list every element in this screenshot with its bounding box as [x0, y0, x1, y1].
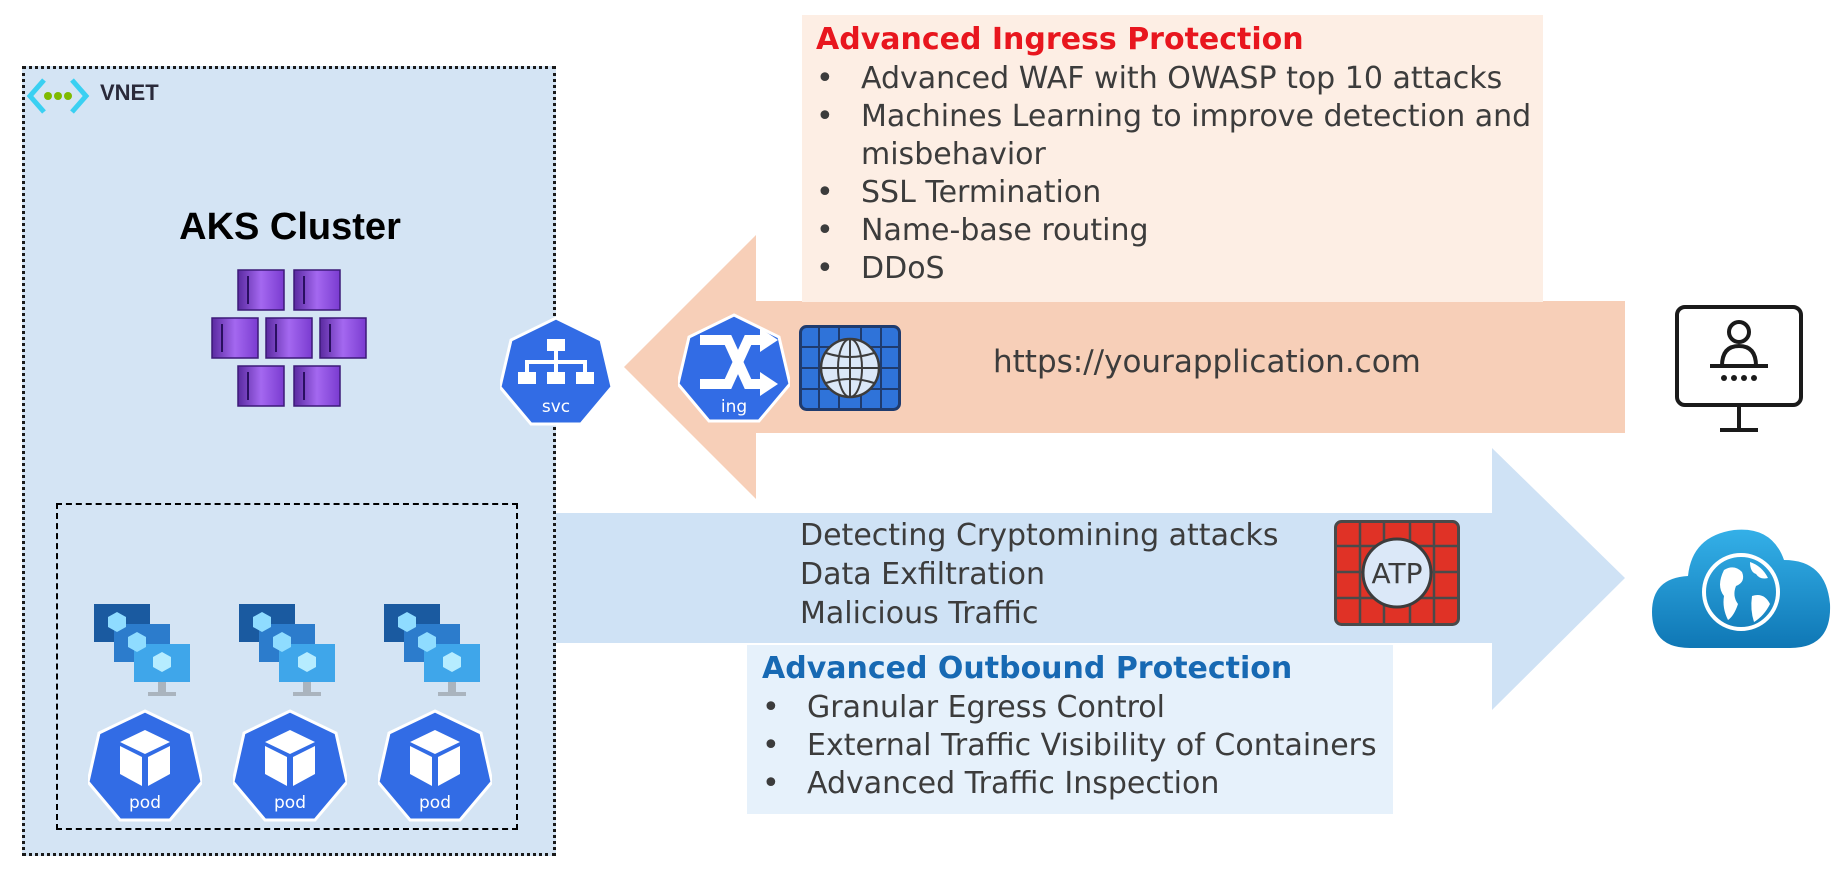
pod-label: pod — [274, 793, 306, 813]
ingress-protection-list: Advanced WAF with OWASP top 10 attacks M… — [816, 60, 1536, 288]
ing-label: ing — [721, 397, 747, 417]
egress-threat-item: Data Exfiltration — [800, 557, 1046, 592]
outbound-item: External Traffic Visibility of Container… — [762, 727, 1402, 765]
pod-label: pod — [129, 793, 161, 813]
outbound-protection-list: Granular Egress Control External Traffic… — [762, 689, 1402, 803]
outbound-item: Advanced Traffic Inspection — [762, 765, 1402, 803]
ingress-item: SSL Termination — [816, 174, 1536, 212]
egress-threat-item: Malicious Traffic — [800, 596, 1039, 631]
pod-icon[interactable]: pod — [233, 708, 347, 822]
atp-label: ATP — [1372, 557, 1423, 590]
ingress-item: Machines Learning to improve detection a… — [816, 98, 1536, 174]
vnet-label: VNET — [100, 80, 159, 105]
vm-stack-icon — [384, 604, 480, 696]
node-pool-boundary — [56, 503, 518, 830]
vm-stack-icon — [94, 604, 190, 696]
aks-containers-icon — [211, 269, 367, 407]
vm-stack-icon — [239, 604, 335, 696]
waf-globe-icon — [799, 325, 901, 411]
pod-icon[interactable]: pod — [88, 708, 202, 822]
ingress-item: Name-base routing — [816, 212, 1536, 250]
ingress-icon[interactable]: ing — [678, 312, 790, 424]
egress-threats: Detecting Cryptomining attacks Data Exfi… — [800, 516, 1278, 633]
svc-label: svc — [542, 397, 570, 417]
user-computer-icon — [1675, 305, 1803, 432]
application-url[interactable]: https://yourapplication.com — [993, 344, 1421, 380]
atp-icon: ATP — [1334, 520, 1460, 626]
ingress-item: DDoS — [816, 250, 1536, 288]
ingress-protection-title: Advanced Ingress Protection — [816, 22, 1304, 57]
service-icon[interactable]: svc — [500, 315, 612, 427]
egress-threat-item: Detecting Cryptomining attacks — [800, 518, 1279, 553]
outbound-protection-title: Advanced Outbound Protection — [762, 651, 1293, 686]
pod-label: pod — [419, 793, 451, 813]
outbound-item: Granular Egress Control — [762, 689, 1402, 727]
ingress-item: Advanced WAF with OWASP top 10 attacks — [816, 60, 1536, 98]
vnet-icon — [26, 78, 90, 114]
pod-icon[interactable]: pod — [378, 708, 492, 822]
internet-cloud-icon — [1652, 529, 1831, 648]
egress-arrow — [556, 448, 1625, 710]
aks-cluster-title: AKS Cluster — [179, 206, 401, 248]
